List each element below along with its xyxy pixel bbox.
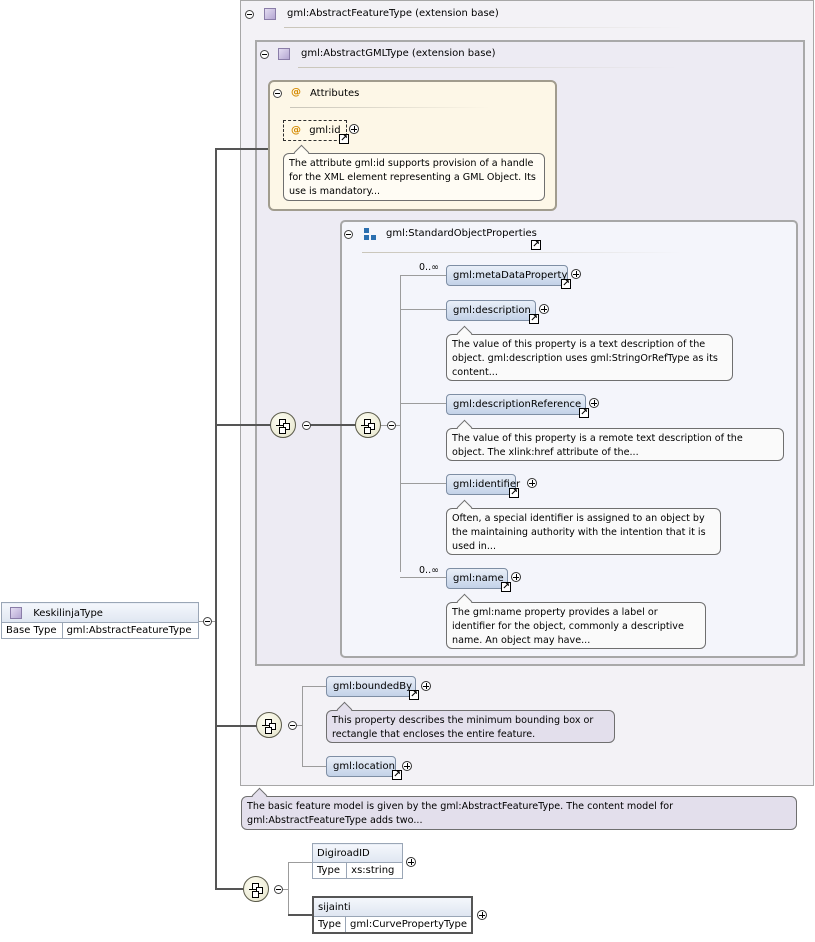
collapse-minus-icon[interactable] <box>203 617 212 626</box>
collapse-minus-icon[interactable] <box>245 10 254 19</box>
collapse-minus-icon[interactable] <box>302 421 311 430</box>
group-title: gml:StandardObjectProperties <box>386 228 537 239</box>
type-label: Type <box>311 862 348 879</box>
complex-type-icon <box>264 8 276 20</box>
occurrence-label: 0..∞ <box>419 565 439 576</box>
expand-plus-icon[interactable] <box>406 857 416 867</box>
attribute-gml-id-note: The attribute gml:id supports provision … <box>283 144 545 201</box>
extension-outer-title: gml:AbstractFeatureType (extension base) <box>287 8 499 19</box>
expand-plus-icon[interactable] <box>539 304 549 314</box>
element-gml-metadataproperty[interactable]: gml:metaDataProperty <box>446 265 568 286</box>
link-arrow-icon[interactable]: ↗ <box>509 488 519 498</box>
expand-plus-icon[interactable] <box>571 269 581 279</box>
element-boundedby-note: This property describes the minimum boun… <box>326 701 615 743</box>
element-description-reference-note: The value of this property is a remote t… <box>446 419 784 461</box>
element-gml-name[interactable]: gml:name <box>446 568 508 589</box>
attributes-title: Attributes <box>310 88 360 99</box>
sequence-compositor-icon[interactable] <box>256 712 282 738</box>
link-arrow-icon[interactable]: ↗ <box>531 240 541 250</box>
collapse-minus-icon[interactable] <box>273 89 282 98</box>
element-identifier-note: Often, a special identifier is assigned … <box>446 499 721 555</box>
element-gml-description[interactable]: gml:description <box>446 300 536 321</box>
complex-type-icon <box>10 606 22 619</box>
element-name: DigiroadID <box>312 843 403 863</box>
link-arrow-icon[interactable]: ↗ <box>529 314 539 324</box>
link-arrow-icon[interactable]: ↗ <box>579 408 589 418</box>
sequence-compositor-icon[interactable] <box>355 412 381 438</box>
root-type-name: KeskilinjaType <box>33 607 103 619</box>
element-name: sijainti <box>312 896 473 917</box>
complex-type-icon <box>278 48 290 60</box>
group-icon <box>364 228 376 240</box>
element-gml-location[interactable]: gml:location <box>326 756 396 777</box>
collapse-minus-icon[interactable] <box>344 230 353 239</box>
element-sijainti[interactable]: sijainti Type gml:CurvePropertyType <box>312 896 473 934</box>
link-arrow-icon[interactable]: ↗ <box>409 690 419 700</box>
base-type-label: Base Type <box>1 622 63 639</box>
base-type-value: gml:AbstractFeatureType <box>61 622 200 639</box>
attribute-label: gml:id <box>309 125 341 136</box>
type-label: Type <box>312 916 346 934</box>
root-complex-type[interactable]: KeskilinjaType Base Type gml:AbstractFea… <box>1 602 200 639</box>
type-value: xs:string <box>346 862 403 879</box>
extension-outer-note: The basic feature model is given by the … <box>241 787 797 830</box>
link-arrow-icon[interactable]: ↗ <box>501 582 511 592</box>
element-gml-boundedby[interactable]: gml:boundedBy <box>326 676 416 697</box>
element-digiroadid[interactable]: DigiroadID Type xs:string <box>311 843 403 879</box>
expand-plus-icon[interactable] <box>402 761 412 771</box>
link-arrow-icon[interactable]: ↗ <box>561 279 571 289</box>
collapse-minus-icon[interactable] <box>288 721 297 730</box>
collapse-minus-icon[interactable] <box>387 421 396 430</box>
attribute-gml-id[interactable]: @ gml:id <box>283 120 347 141</box>
sequence-compositor-icon[interactable] <box>270 412 296 438</box>
at-icon: @ <box>291 125 301 136</box>
sequence-compositor-icon[interactable] <box>243 876 269 902</box>
element-gml-identifier[interactable]: gml:identifier <box>446 474 520 495</box>
extension-inner-title: gml:AbstractGMLType (extension base) <box>301 48 496 59</box>
at-icon: @ <box>291 87 301 98</box>
link-arrow-icon[interactable]: ↗ <box>392 770 402 780</box>
expand-plus-icon[interactable] <box>589 398 599 408</box>
link-arrow-icon[interactable]: ↗ <box>339 134 349 144</box>
element-name-note: The gml:name property provides a label o… <box>446 593 706 649</box>
element-gml-descriptionreference[interactable]: gml:descriptionReference <box>446 394 586 415</box>
expand-plus-icon[interactable] <box>477 910 487 920</box>
occurrence-label: 0..∞ <box>419 262 439 273</box>
expand-plus-icon[interactable] <box>527 478 537 488</box>
expand-plus-icon[interactable] <box>349 124 359 134</box>
element-description-note: The value of this property is a text des… <box>446 325 733 381</box>
type-value: gml:CurvePropertyType <box>344 916 473 934</box>
collapse-minus-icon[interactable] <box>260 50 269 59</box>
expand-plus-icon[interactable] <box>511 572 521 582</box>
expand-plus-icon[interactable] <box>421 681 431 691</box>
collapse-minus-icon[interactable] <box>274 885 283 894</box>
